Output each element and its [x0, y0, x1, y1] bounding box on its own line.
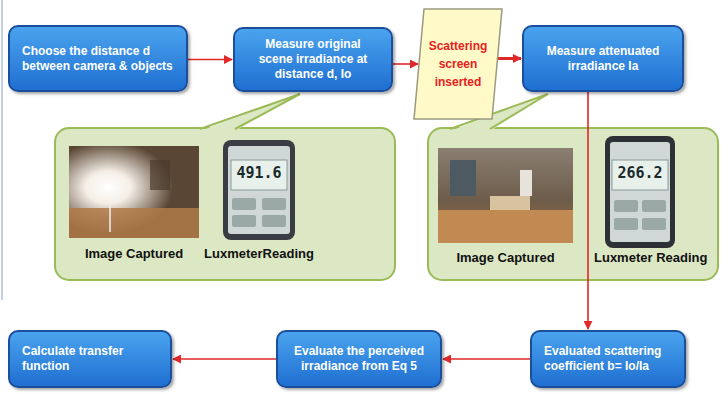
process-box: Calculate transfer function — [8, 330, 172, 388]
callout-panel — [55, 94, 395, 280]
callout-panel: Image CapturedLuxmeterReading — [55, 128, 395, 280]
process-box: Choose the distance d between camera & o… — [8, 25, 188, 92]
luxmeter-phone — [605, 136, 675, 248]
node-text: Evaluated scattering coefficient b= Io/I… — [544, 344, 672, 374]
flow-arrow — [443, 358, 530, 360]
caption-label: Image Captured — [433, 250, 578, 265]
process-box: Measure original scene irradiance at dis… — [233, 27, 393, 92]
node-text: Evaluate the perceived irradiance from E… — [290, 344, 428, 374]
node-text: Scattering screen inserted — [427, 37, 489, 91]
callout-panel: Image Captured Luxmeter Reading — [428, 128, 718, 280]
page-rule — [2, 0, 3, 300]
captured-photo — [438, 148, 573, 243]
meter-reading: 266.2 — [612, 164, 668, 182]
caption-label: Luxmeter Reading — [594, 250, 714, 265]
caption-label: Image Captured — [69, 246, 199, 261]
flow-arrow — [587, 92, 589, 329]
process-box: Evaluated scattering coefficient b= Io/I… — [530, 330, 686, 388]
callout-panel — [428, 94, 718, 280]
process-box: Evaluate the perceived irradiance from E… — [276, 330, 442, 388]
process-box: Measure attenuated irradiance Ia — [522, 25, 684, 92]
scattering-screen: Scattering screen inserted — [413, 8, 503, 120]
flow-arrow — [393, 63, 418, 65]
node-text: Measure attenuated irradiance Ia — [536, 44, 670, 74]
flow-arrow — [188, 59, 232, 61]
node-text: Calculate transfer function — [22, 344, 158, 374]
flow-arrow — [497, 57, 521, 60]
meter-reading: 491.6 — [231, 164, 287, 182]
captured-photo — [69, 146, 199, 238]
node-text: Measure original scene irradiance at dis… — [247, 37, 379, 82]
luxmeter-phone — [223, 140, 295, 240]
caption-label: LuxmeterReading — [189, 246, 329, 261]
node-text: Choose the distance d between camera & o… — [22, 44, 174, 74]
flow-arrow — [173, 358, 276, 360]
